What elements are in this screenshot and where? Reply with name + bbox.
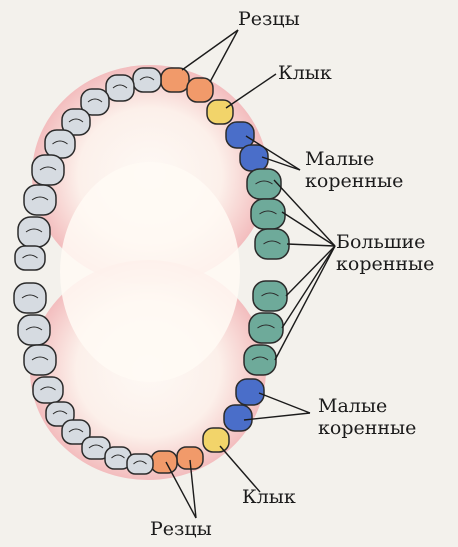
label-canine-bottom: Клык bbox=[242, 486, 296, 508]
molar-tooth-icon bbox=[244, 345, 276, 375]
gum-center bbox=[60, 162, 240, 382]
label-premolars-top-line2: коренные bbox=[305, 170, 403, 192]
label-canine-bottom-text: Клык bbox=[242, 486, 296, 508]
incisor-tooth-icon bbox=[187, 78, 213, 102]
label-premolars-top-line1: Малые bbox=[305, 148, 403, 170]
canine-tooth-icon bbox=[203, 428, 229, 452]
tooth-icon bbox=[24, 185, 56, 215]
molar-tooth-icon bbox=[247, 169, 281, 199]
tooth-icon bbox=[133, 68, 161, 92]
leader-canine-top bbox=[226, 74, 276, 108]
tooth-icon bbox=[18, 315, 50, 345]
tooth-icon bbox=[14, 283, 46, 313]
label-premolars-top: Малые коренные bbox=[305, 148, 403, 192]
incisor-tooth-icon bbox=[161, 68, 189, 92]
leader-molar-3 bbox=[287, 244, 335, 246]
label-molars: Большие коренные bbox=[336, 231, 434, 275]
label-incisors-bottom-text: Резцы bbox=[150, 518, 212, 540]
leader-molar-4 bbox=[286, 246, 335, 296]
label-molars-line2: коренные bbox=[336, 253, 434, 275]
premolar-tooth-icon bbox=[224, 405, 252, 431]
label-incisors-top: Резцы bbox=[238, 8, 300, 30]
label-premolars-bottom: Малые коренные bbox=[318, 395, 416, 439]
incisor-tooth-icon bbox=[151, 451, 177, 473]
tooth-icon bbox=[45, 130, 75, 158]
label-molars-line1: Большие bbox=[336, 231, 434, 253]
tooth-icon bbox=[33, 377, 63, 403]
leader-molar-5 bbox=[282, 246, 335, 328]
molar-tooth-icon bbox=[255, 229, 289, 259]
leader-premolar-bottom-1 bbox=[259, 393, 310, 413]
label-canine-top-text: Клык bbox=[278, 62, 332, 84]
premolar-tooth-icon bbox=[236, 379, 264, 405]
canine-tooth-icon bbox=[207, 100, 233, 124]
label-incisors-top-text: Резцы bbox=[238, 8, 300, 30]
label-incisors-bottom: Резцы bbox=[150, 518, 212, 540]
tooth-icon bbox=[127, 454, 153, 474]
leader-incisor-top-2 bbox=[210, 30, 238, 82]
tooth-icon bbox=[106, 75, 134, 101]
premolar-tooth-icon bbox=[226, 122, 254, 148]
molar-tooth-icon bbox=[253, 281, 287, 311]
label-premolars-bottom-line2: коренные bbox=[318, 417, 416, 439]
tooth-icon bbox=[32, 155, 64, 185]
tooth-icon bbox=[15, 246, 45, 270]
leader-incisor-top-1 bbox=[182, 30, 238, 70]
label-canine-top: Клык bbox=[278, 62, 332, 84]
tooth-icon bbox=[18, 217, 50, 247]
label-premolars-bottom-line1: Малые bbox=[318, 395, 416, 417]
molar-tooth-icon bbox=[251, 199, 285, 229]
tooth-icon bbox=[24, 345, 56, 375]
molar-tooth-icon bbox=[249, 313, 283, 343]
